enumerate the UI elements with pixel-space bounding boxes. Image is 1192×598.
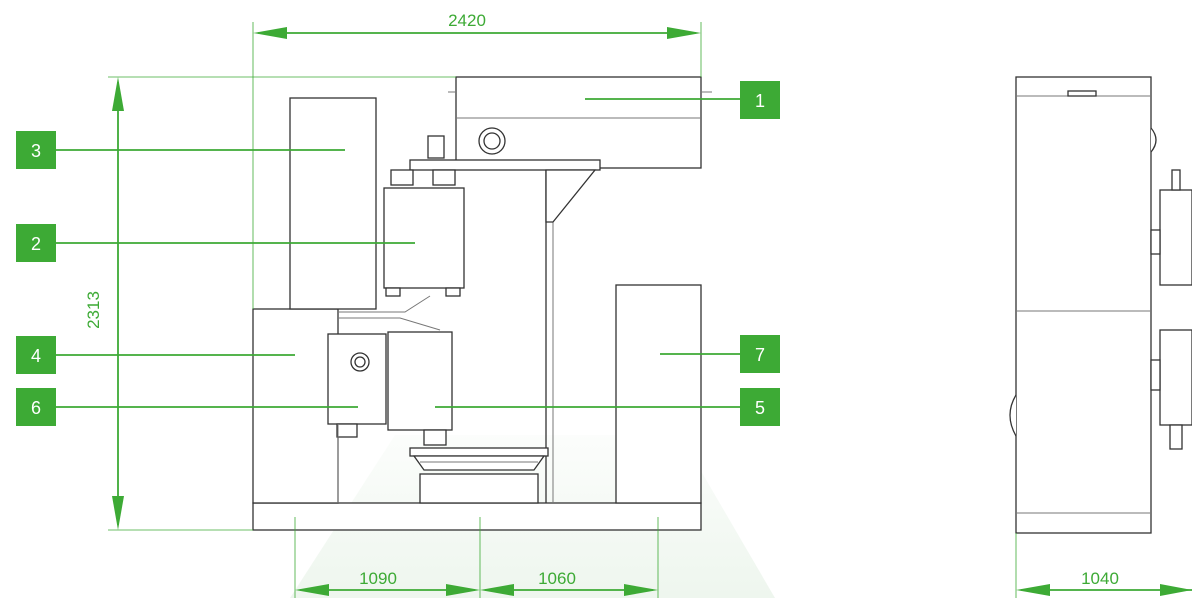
unit-5-body xyxy=(387,331,453,431)
arrow-left xyxy=(253,27,287,39)
side-body xyxy=(1015,76,1152,534)
side-upper-flange xyxy=(1150,229,1161,255)
unit-6-outlet xyxy=(336,423,358,438)
unit-2-foot-right xyxy=(445,287,461,297)
piping-left xyxy=(338,295,431,313)
side-view: 1040 xyxy=(1009,76,1192,598)
callout-1-tag xyxy=(740,81,780,119)
callout-4-label: 4 xyxy=(31,346,41,366)
callouts: 1 3 2 4 6 7 5 xyxy=(16,81,780,426)
side-bottom-bulge xyxy=(1009,394,1017,437)
front-view xyxy=(252,76,712,531)
fitting-top xyxy=(427,135,445,159)
overall-height-label: 2313 xyxy=(84,291,103,329)
side-arrow-right xyxy=(1160,584,1192,596)
side-top-bulge xyxy=(1150,127,1157,153)
side-depth-label: 1040 xyxy=(1081,569,1119,588)
unit-7-cabinet xyxy=(615,284,702,504)
unit-6-port-inner xyxy=(354,356,366,368)
unit-2-foot-left xyxy=(385,287,401,297)
base-frame xyxy=(252,502,702,531)
callout-4-tag xyxy=(16,336,56,374)
callout-1-label: 1 xyxy=(755,91,765,111)
piping-right xyxy=(338,317,441,331)
unit-2-body xyxy=(383,187,465,289)
tray-pedestal xyxy=(419,473,539,504)
unit-1-port-inner xyxy=(483,132,501,150)
callout-5-tag xyxy=(740,388,780,426)
arrow-span-right-a xyxy=(480,584,514,596)
callout-3-tag xyxy=(16,131,56,169)
arrow-span-right-b xyxy=(624,584,658,596)
side-upper-valve xyxy=(1171,169,1181,191)
dimensions: 2420 2313 1090 1060 xyxy=(84,11,702,598)
arrow-down xyxy=(112,496,124,530)
unit-3-cabinet xyxy=(289,97,377,310)
left-housing xyxy=(252,308,339,504)
callout-2-label: 2 xyxy=(31,234,41,254)
side-lower-unit xyxy=(1159,329,1192,426)
unit-6-body xyxy=(327,333,387,425)
side-lower-flange xyxy=(1150,359,1161,391)
tray-rim xyxy=(409,447,549,457)
side-lower-valve xyxy=(1169,424,1183,450)
callout-7-label: 7 xyxy=(755,345,765,365)
fitting-cap-left xyxy=(390,169,414,186)
support-bracket xyxy=(545,169,597,223)
fitting-cap-right xyxy=(432,169,456,186)
arrow-right xyxy=(667,27,701,39)
platform xyxy=(409,159,601,171)
overall-width-label: 2420 xyxy=(448,11,486,30)
left-span-label: 1090 xyxy=(359,569,397,588)
arrow-up xyxy=(112,77,124,111)
callout-2-tag xyxy=(16,224,56,262)
callout-3-label: 3 xyxy=(31,141,41,161)
tray-basin xyxy=(412,455,546,471)
right-span-label: 1060 xyxy=(538,569,576,588)
callout-6-tag xyxy=(16,388,56,426)
side-arrow-left xyxy=(1016,584,1050,596)
callout-5-label: 5 xyxy=(755,398,765,418)
callout-6-label: 6 xyxy=(31,398,41,418)
unit-5-outlet xyxy=(423,429,447,446)
callout-7-tag xyxy=(740,335,780,373)
side-upper-unit xyxy=(1159,189,1192,286)
side-handle xyxy=(1067,90,1097,97)
arrow-span-left-b xyxy=(446,584,480,596)
arrow-span-left-a xyxy=(295,584,329,596)
